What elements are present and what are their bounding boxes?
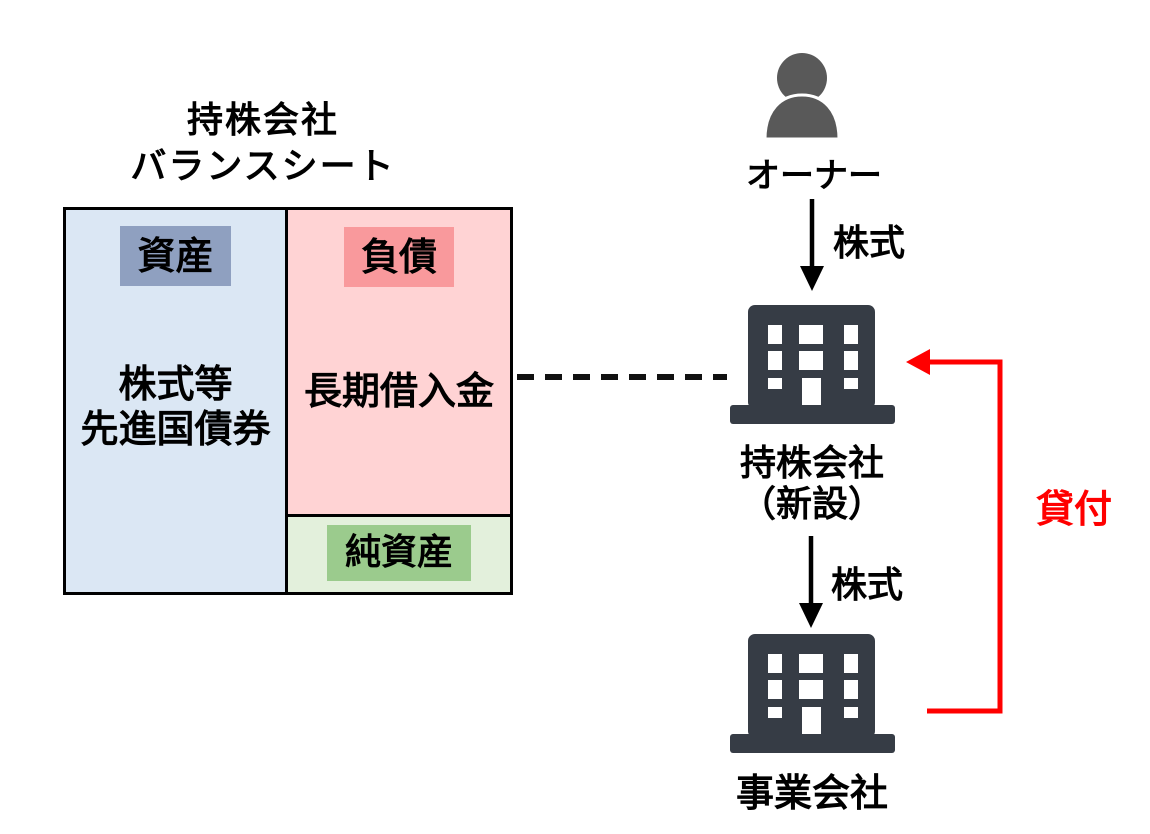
assets-section: 資産 株式等 先進国債券 xyxy=(66,210,288,592)
liabilities-badge: 負債 xyxy=(343,227,454,287)
person-icon xyxy=(763,53,841,141)
liabilities-and-equity-column: 負債 長期借入金 純資産 xyxy=(288,210,510,592)
loan-label: 貸付 xyxy=(1036,487,1113,531)
balance-sheet-table: 資産 株式等 先進国債券 負債 長期借入金 純資産 xyxy=(63,207,513,595)
liabilities-content: 長期借入金 xyxy=(303,369,494,413)
assets-badge: 資産 xyxy=(120,226,231,286)
assets-content-line2: 先進国債券 xyxy=(80,407,271,451)
stock-label-top: 株式 xyxy=(833,223,906,264)
holdco-to-opco-arrow xyxy=(799,536,823,628)
owner-label: オーナー xyxy=(746,156,882,196)
assets-content-line1: 株式等 xyxy=(118,362,233,406)
owner-to-holdco-arrow xyxy=(800,199,824,291)
balance-sheet-title-line1: 持株会社 xyxy=(186,100,339,141)
liabilities-section: 負債 長期借入金 xyxy=(288,210,510,517)
balance-sheet-title-line2: バランスシート xyxy=(130,146,396,187)
stock-label-bottom: 株式 xyxy=(831,565,904,606)
net-assets-section: 純資産 xyxy=(288,517,510,592)
net-assets-badge: 純資産 xyxy=(326,525,471,581)
building-icon-holding-company xyxy=(730,305,895,424)
operating-company-label: 事業会社 xyxy=(735,771,888,815)
building-icon-operating-company xyxy=(730,634,895,753)
holding-company-label-line1: 持株会社 xyxy=(739,443,884,484)
holding-company-label: 持株会社 （新設） xyxy=(710,443,914,525)
loan-arrow-red xyxy=(906,349,1003,714)
holding-company-label-line2: （新設） xyxy=(739,484,884,525)
balance-sheet-title: 持株会社 バランスシート xyxy=(63,98,463,190)
assets-content: 株式等 先進国債券 xyxy=(66,362,285,452)
